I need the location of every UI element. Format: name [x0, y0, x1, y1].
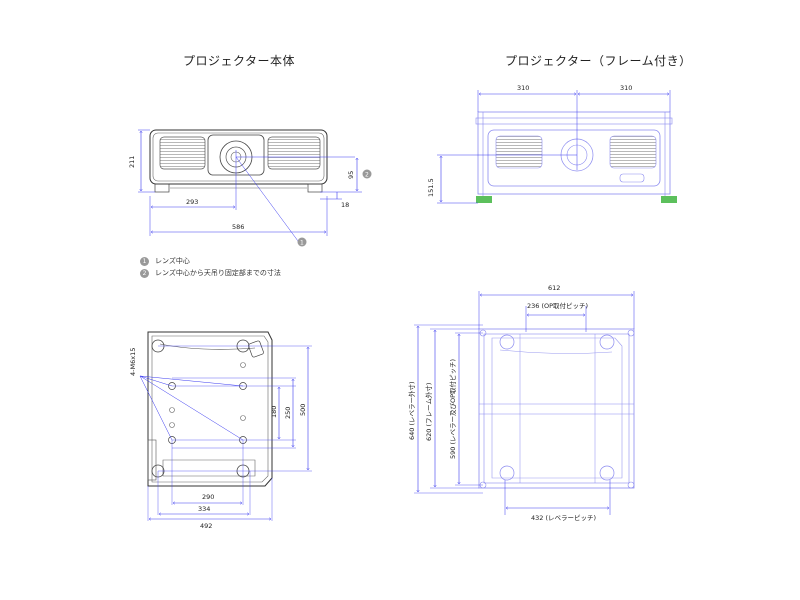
legend-item-lens-center: 1 レンズ中心: [140, 256, 190, 266]
leveler-right: [661, 196, 677, 203]
frame-outline: [477, 111, 671, 195]
frame-bottom-outline: [478, 328, 635, 489]
callout-2-marker: [362, 169, 372, 179]
dim-width-586: 586: [232, 223, 244, 231]
front-view: 211 293 586 95 18 1 2: [128, 129, 372, 247]
callout-1-marker: [297, 237, 307, 247]
bottom-outline: [147, 331, 273, 487]
dim-612: 612: [548, 284, 560, 292]
heading-projector-body: プロジェクター本体: [183, 54, 296, 68]
right-vent-grille: [267, 136, 321, 170]
dim-lens-offset-293: 293: [186, 198, 198, 206]
frame-right-vent: [609, 135, 657, 169]
heading-projector-with-frame: プロジェクター（フレーム付き）: [505, 54, 692, 68]
frame-front-view: 310 310 151.5: [427, 84, 677, 204]
legend-text-mount-distance: レンズ中心から天吊り固定部までの寸法: [155, 269, 281, 277]
callout-1-text: 1: [300, 240, 304, 247]
bottom-view: 4-M6x15 180 250 500 290 334: [129, 331, 312, 530]
dim-frame-height-151-5: 151.5: [427, 178, 435, 197]
dim-640-leveler-outer: 640 (レベラー外寸): [407, 381, 416, 440]
left-vent-grille: [159, 136, 206, 170]
callout-2-text: 2: [365, 172, 369, 179]
frame-left-vent: [495, 135, 543, 169]
legend-text-lens-center: レンズ中心: [155, 257, 190, 265]
dim-foot-18: 18: [341, 201, 349, 209]
dim-height-211: 211: [128, 156, 136, 168]
frame-bottom-view: 612 236 (OP取付ピッチ) 432 (レベラーピッチ) 640 (レベラ…: [407, 284, 635, 522]
dim-250: 250: [284, 407, 292, 419]
dim-620-frame-outer: 620 (フレーム外寸): [424, 383, 433, 441]
legend-marker-1: 1: [140, 256, 149, 266]
legend-marker-2: 2: [140, 268, 149, 278]
label-screw-4-m6x15: 4-M6x15: [129, 348, 137, 376]
leveler-left: [476, 196, 492, 203]
dim-334: 334: [198, 505, 210, 513]
dim-frame-left-310: 310: [517, 84, 529, 92]
dim-500: 500: [299, 404, 307, 416]
dim-frame-right-310: 310: [620, 84, 632, 92]
dim-492: 492: [200, 522, 212, 530]
dim-236-op-pitch: 236 (OP取付ピッチ): [527, 301, 588, 310]
legend-item-mount-distance: 2 レンズ中心から天吊り固定部までの寸法: [140, 268, 281, 278]
dim-590-leveler-op-pitch: 590 (レベラー及びOP取付ピッチ): [448, 359, 457, 459]
dim-180: 180: [270, 406, 278, 418]
dim-290: 290: [202, 493, 214, 501]
dim-432-lever-pitch: 432 (レベラーピッチ): [531, 514, 596, 522]
dim-lens-height-95: 95: [347, 171, 355, 179]
